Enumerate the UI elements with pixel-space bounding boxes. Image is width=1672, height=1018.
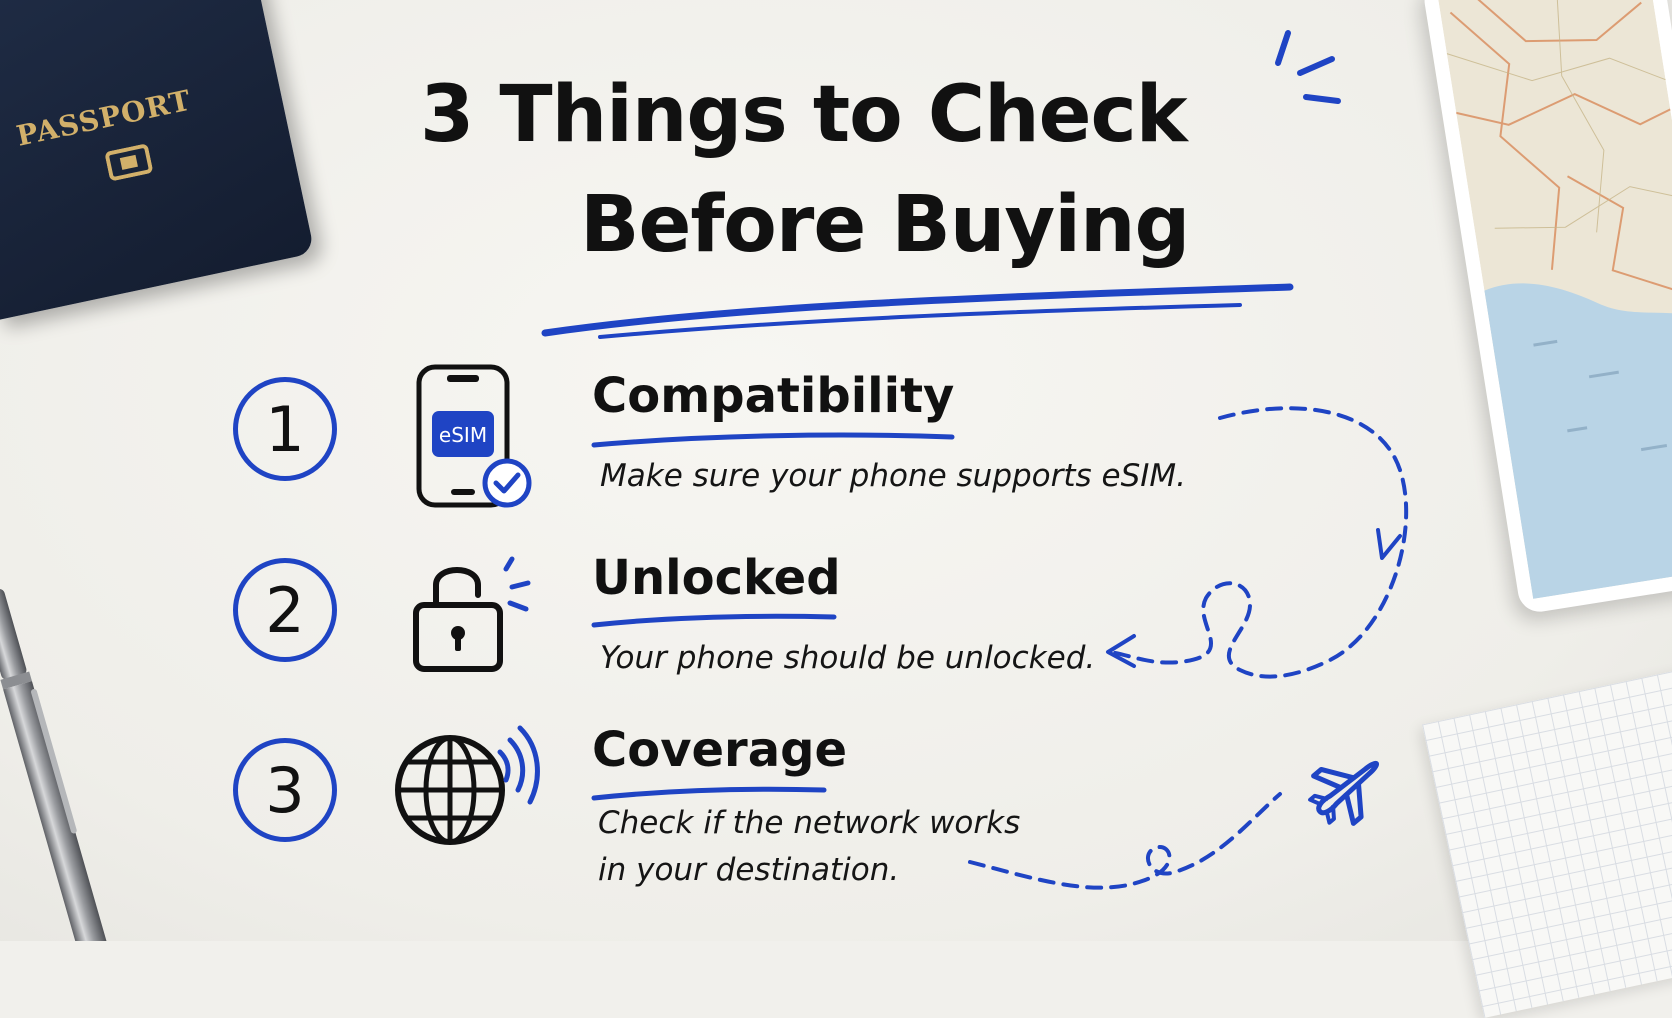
dashed-route-arrow-top [1106,406,1409,679]
step-number-2: 2 [233,558,337,662]
item-title-compatibility: Compatibility [592,368,955,424]
item-underline-3 [591,786,827,801]
item-description-compatibility: Make sure your phone supports eSIM. [600,458,1187,494]
passport: PASSPORT [0,0,315,321]
unlocked-padlock-icon [413,556,531,672]
globe-signal-icon [395,725,540,845]
map-icon [1437,0,1672,599]
passport-label: PASSPORT [13,83,195,153]
step-number-1: 1 [233,377,337,481]
sparkle-icon [1275,30,1341,104]
item-title-unlocked: Unlocked [592,550,841,606]
pen-icon [0,588,110,941]
item-description-coverage-line-1: Check if the network works [598,805,1021,841]
map-tablet [1421,0,1672,615]
dashed-route-arrow-bottom [968,792,1282,890]
page-title-line-1: 3 Things to Check [420,70,1188,160]
item-title-coverage: Coverage [592,722,848,778]
step-number-3: 3 [233,738,337,842]
passport-chip-icon [105,144,153,181]
title-underline [541,283,1294,339]
airplane-icon [1308,760,1379,826]
item-underline-2 [591,613,837,628]
esim-label: eSIM [439,423,487,447]
page-title-line-2: Before Buying [580,180,1190,270]
item-underline-1 [591,432,955,448]
phone-esim-check-icon: eSIM [416,364,532,508]
item-description-coverage-line-2: in your destination. [598,852,900,888]
item-description-unlocked: Your phone should be unlocked. [600,640,1096,676]
grid-notepad [1422,662,1672,1018]
